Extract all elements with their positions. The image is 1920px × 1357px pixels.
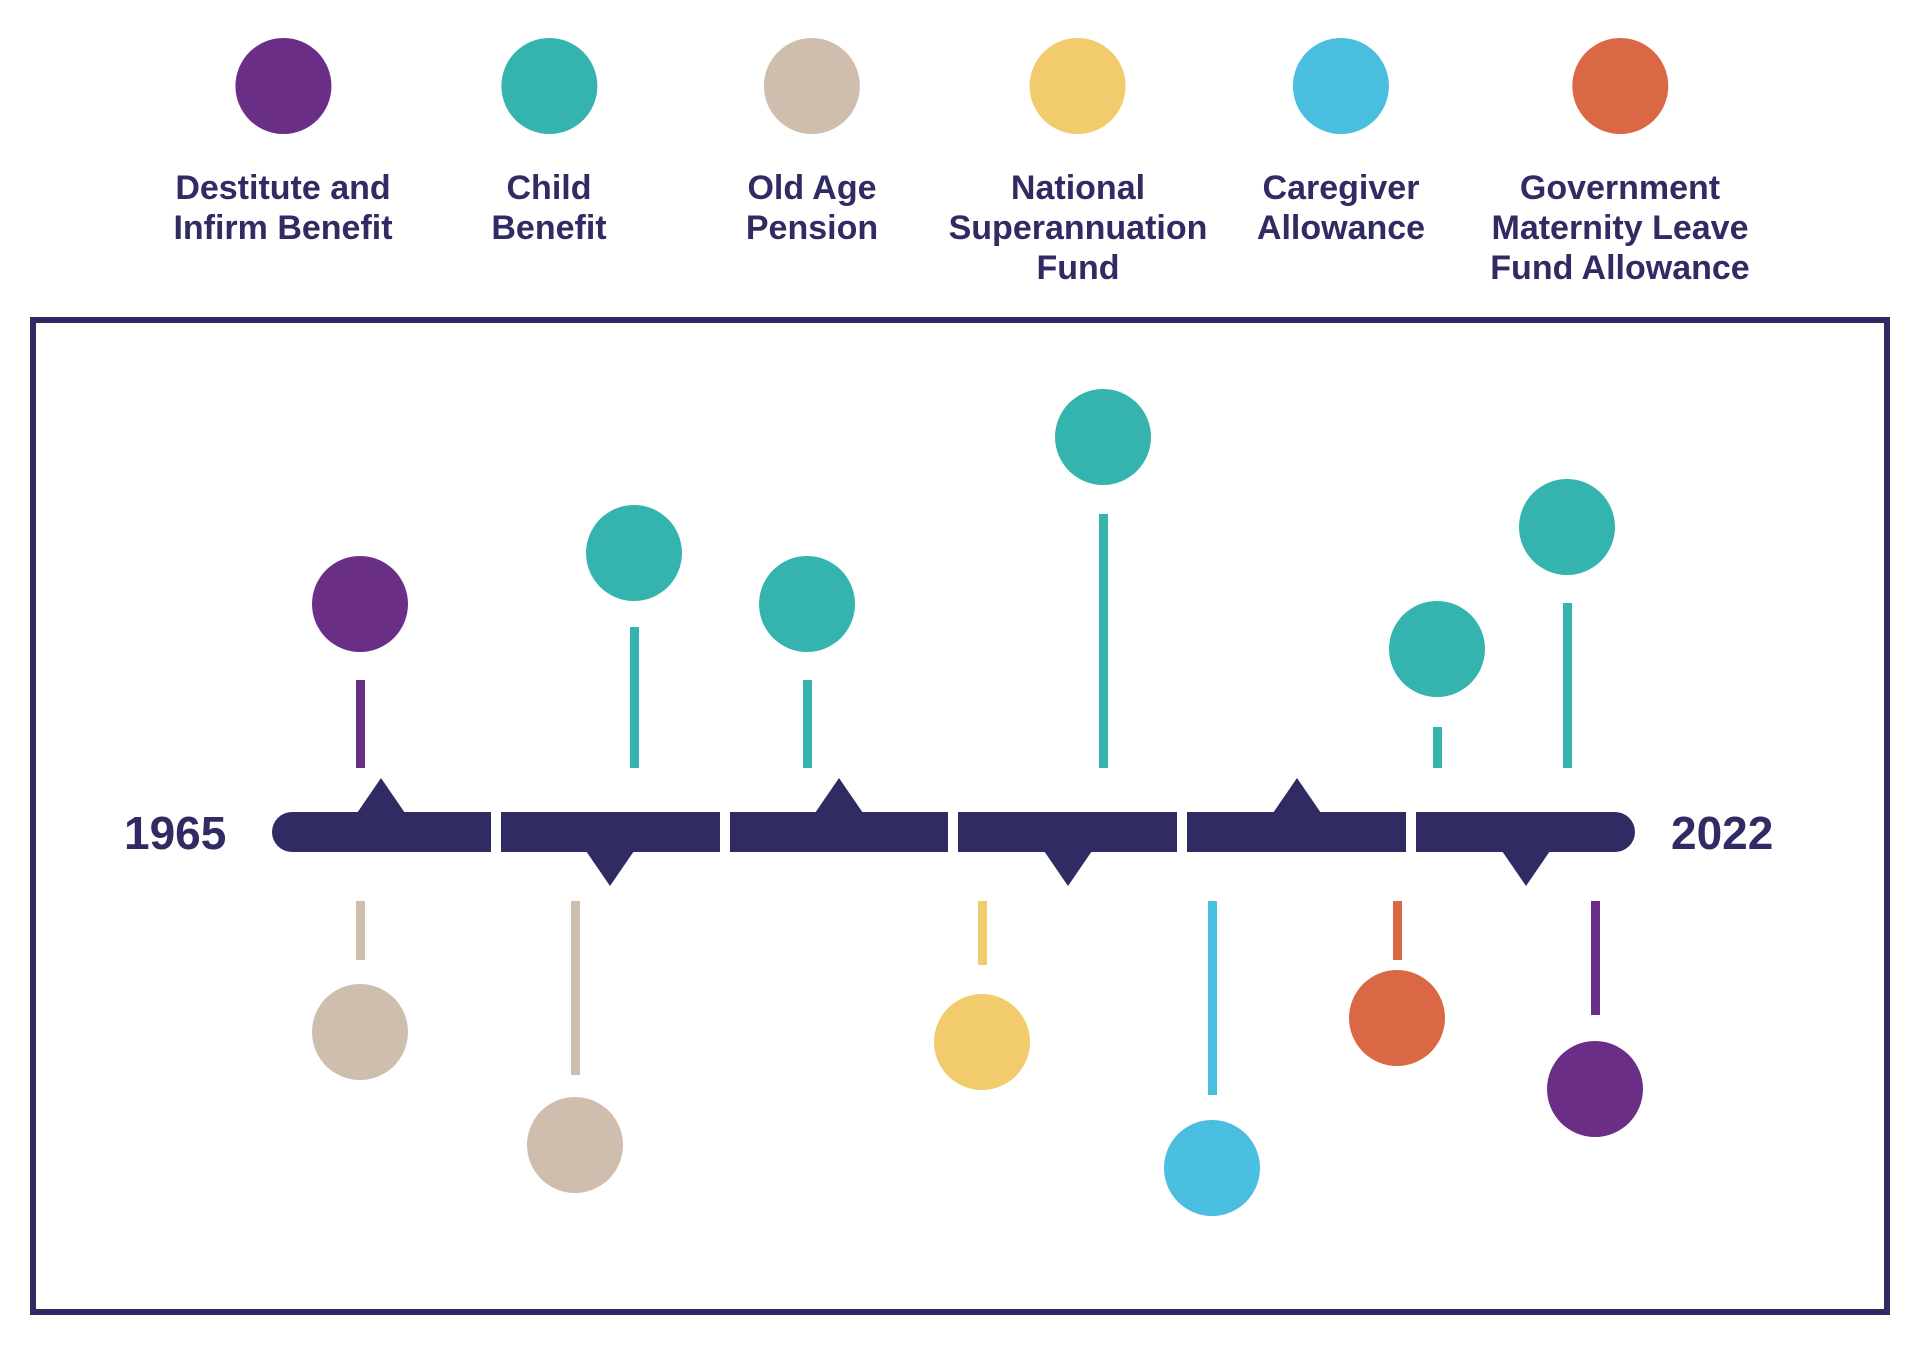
event-marker-child-benefit <box>586 505 682 601</box>
timeline-segment <box>500 812 720 886</box>
event-marker-national-superannuation-fund <box>934 994 1030 1090</box>
event-stem-destitute-and-infirm-benefit <box>1590 901 1600 1015</box>
up-arrow-icon <box>815 778 864 813</box>
event-stem-old-age-pension <box>570 901 580 1075</box>
legend-label: Caregiver Allowance <box>1256 169 1426 247</box>
event-marker-child-benefit <box>759 556 855 652</box>
event-stem-child-benefit <box>802 680 812 768</box>
timeline-bar <box>272 778 1635 886</box>
legend-item-child-benefit: Child Benefit <box>491 38 607 248</box>
up-arrow-icon <box>357 778 406 813</box>
legend-label: Government Maternity Leave Fund Allowanc… <box>1490 169 1750 287</box>
event-stem-child-benefit <box>629 627 639 768</box>
legend: Destitute and Infirm Benefit Child Benefi… <box>0 0 1920 300</box>
legend-label: Child Benefit <box>491 169 607 247</box>
down-arrow-icon <box>586 851 635 886</box>
timeline-end-year: 2022 <box>1671 807 1774 859</box>
timeline-segment <box>1187 778 1407 852</box>
event-marker-child-benefit <box>1389 601 1485 697</box>
old-age-pension-marker-icon <box>764 38 860 134</box>
legend-label: Destitute and Infirm Benefit <box>173 169 393 247</box>
event-stem-national-superannuation-fund <box>977 901 987 965</box>
caregiver-allowance-marker-icon <box>1292 38 1389 134</box>
timeline-start-year: 1965 <box>124 807 227 859</box>
event-marker-caregiver-allowance <box>1164 1120 1260 1216</box>
timeline-frame <box>30 317 1890 1315</box>
event-stem-caregiver-allowance <box>1207 901 1217 1095</box>
timeline-segment <box>1416 812 1635 886</box>
event-marker-destitute-and-infirm-benefit <box>312 556 408 652</box>
child-benefit-marker-icon <box>500 38 597 134</box>
legend-item-government-maternity-leave-fund-allowance: Government Maternity Leave Fund Allowanc… <box>1490 38 1750 288</box>
event-stem-child-benefit <box>1098 514 1108 768</box>
up-arrow-icon <box>1272 778 1321 813</box>
event-stem-child-benefit <box>1432 727 1442 768</box>
event-marker-child-benefit <box>1519 479 1615 575</box>
event-marker-old-age-pension <box>312 984 408 1080</box>
legend-item-national-superannuation-fund: National Superannuation Fund <box>948 38 1208 288</box>
timeline-segment <box>958 812 1178 886</box>
event-marker-old-age-pension <box>527 1097 623 1193</box>
legend-label: National Superannuation Fund <box>948 169 1208 287</box>
event-marker-destitute-and-infirm-benefit <box>1547 1041 1643 1137</box>
event-stem-destitute-and-infirm-benefit <box>355 680 365 768</box>
down-arrow-icon <box>1043 851 1092 886</box>
timeline-segment <box>272 778 491 852</box>
national-superannuation-fund-marker-icon <box>1029 38 1126 134</box>
event-marker-child-benefit <box>1055 389 1151 485</box>
event-stem-child-benefit <box>1562 603 1572 768</box>
legend-item-old-age-pension: Old Age Pension <box>746 38 878 248</box>
legend-label: Old Age Pension <box>745 169 879 247</box>
timeline-segment <box>729 778 949 852</box>
down-arrow-icon <box>1501 851 1550 886</box>
destitute-and-infirm-benefit-marker-icon <box>235 38 331 134</box>
legend-item-destitute-and-infirm-benefit: Destitute and Infirm Benefit <box>173 38 393 248</box>
event-stem-old-age-pension <box>355 901 365 960</box>
event-marker-government-maternity-leave-fund-allowance <box>1349 970 1445 1066</box>
event-stem-government-maternity-leave-fund-allowance <box>1392 901 1402 960</box>
legend-item-caregiver-allowance: Caregiver Allowance <box>1257 38 1425 248</box>
government-maternity-leave-fund-allowance-marker-icon <box>1571 38 1668 134</box>
